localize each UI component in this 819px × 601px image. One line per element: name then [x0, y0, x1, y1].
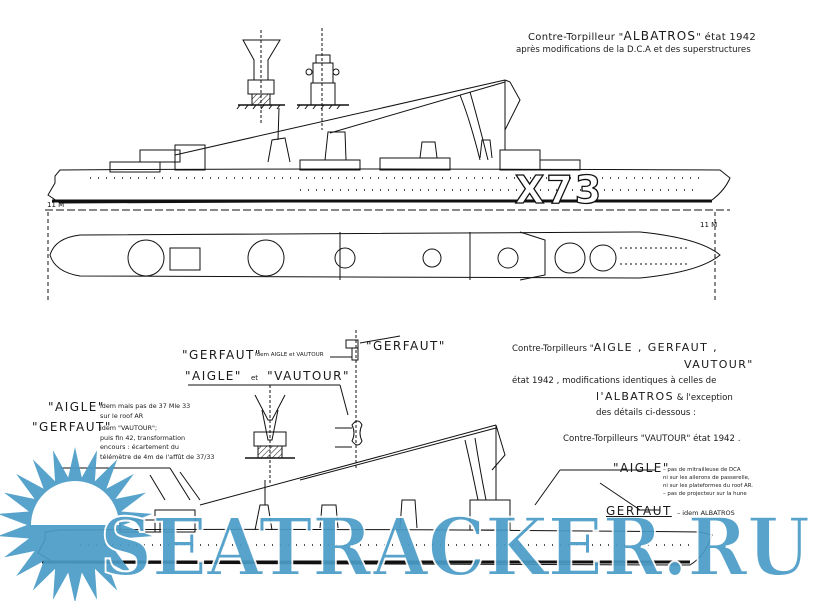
gerfaut-top-note: idem AIGLE et VAUTOUR [255, 352, 324, 358]
section2-line5: des détails ci-dessous : [596, 408, 697, 418]
vautour-gerfaut-note: – idem ALBATROS [676, 509, 735, 517]
title-ship-name: ALBATROS [623, 29, 697, 43]
vautour-profile-drawing [37, 424, 713, 566]
section2-names: AIGLE , GERFAUT , [593, 341, 719, 354]
drawing-subtitle: après modifications de la D.C.A et des s… [516, 45, 751, 55]
note-line: – pas de projecteur sur la hune [663, 491, 747, 497]
note-line: idem "VAUTOUR"; [100, 424, 158, 432]
note-line: ni sur les ailerons de passerelle, [663, 475, 750, 481]
vautour-gerfaut-row: GERFAUT – idem ALBATROS [606, 500, 735, 519]
vautour-aigle-notes: – pas de mitrailleuse de DCA ni sur les … [663, 466, 753, 498]
sun-disc [31, 481, 119, 525]
aigle-left-note: idem mais pas de 37 Mle 33 sur le roof A… [100, 402, 190, 421]
hull-number: X73 [515, 168, 603, 212]
gerfaut-left-note: idem "VAUTOUR"; puis fin 42, transformat… [100, 424, 215, 462]
watermark-text: SEATRACKER.RU [100, 500, 810, 594]
section2-names-2: VAUTOUR" [684, 358, 754, 371]
albatros-profile-drawing [45, 79, 731, 211]
note-line: sur le roof AR [100, 411, 144, 420]
station-mark-stern: 11 M [700, 221, 717, 229]
sun-icon [0, 447, 153, 601]
albatros-plan-drawing [47, 212, 721, 300]
section2-heading: Contre-Torpilleurs "AIGLE , GERFAUT , VA… [512, 340, 754, 421]
vautour-title: Contre-Torpilleurs "VAUTOUR" état 1942 . [563, 434, 741, 444]
aigle-vautour-detail-drawing [188, 384, 349, 485]
note-line: – pas de mitrailleuse de DCA [663, 467, 741, 473]
note-line: puis fin 42, transformation [100, 433, 186, 442]
note-line: ni sur les plateformes du roof AR. [663, 483, 753, 489]
aigle-vautour-label: "AIGLE" et "VAUTOUR" [185, 365, 350, 384]
section2-albatros: l'ALBATROS [596, 390, 674, 403]
section2-prefix: Contre-Torpilleurs " [512, 344, 594, 354]
drawing-title: Contre-Torpilleur "ALBATROS" état 1942 [528, 29, 756, 43]
aigle-left-label: "AIGLE" [48, 400, 105, 414]
detail-tower-drawing [296, 28, 349, 130]
detail-director-drawing [236, 30, 285, 125]
gerfaut-top-label: "GERFAUT" [182, 348, 262, 362]
watermark-logo: SEATRACKER.RU [0, 447, 811, 601]
vautour-label: "VAUTOUR" [267, 369, 350, 383]
note-line: télémètre de 4m de l'affût de 37/33 [100, 452, 215, 461]
gerfaut-detail-drawing [330, 330, 401, 470]
aigle-label: "AIGLE" [185, 369, 242, 383]
et-label: et [250, 374, 259, 382]
gerfaut-right-label: "GERFAUT" [366, 339, 446, 353]
section2-exception: & l'exception [673, 393, 733, 403]
section2-line3: état 1942 , modifications identiques à c… [512, 376, 717, 386]
gerfaut-left-label: "GERFAUT" [32, 420, 112, 434]
note-line: encours : écartement du [100, 443, 179, 451]
vautour-gerfaut-label: GERFAUT [606, 504, 672, 518]
vautour-aigle-label: "AIGLE" [613, 461, 670, 475]
station-mark-bow: 11 M [47, 201, 64, 209]
note-line: idem mais pas de 37 Mle 33 [100, 402, 191, 410]
title-prefix: Contre-Torpilleur " [528, 32, 624, 43]
title-suffix: " état 1942 [696, 32, 757, 43]
